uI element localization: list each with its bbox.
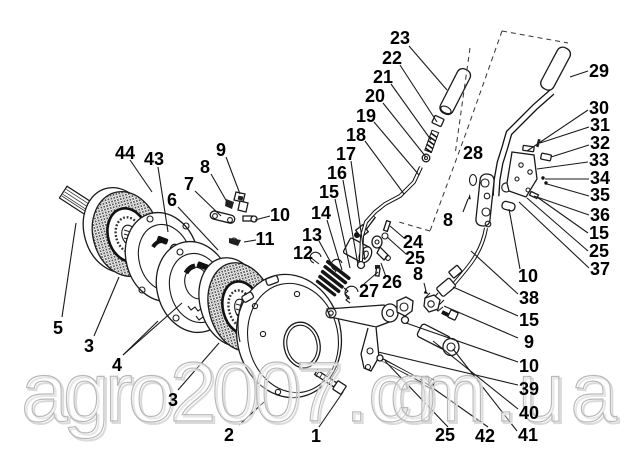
svg-text:42: 42 bbox=[475, 426, 495, 446]
svg-text:13: 13 bbox=[302, 225, 322, 245]
svg-text:17: 17 bbox=[336, 144, 356, 164]
svg-text:29: 29 bbox=[589, 61, 609, 81]
svg-text:19: 19 bbox=[356, 106, 376, 126]
svg-text:35: 35 bbox=[590, 185, 610, 205]
svg-text:1: 1 bbox=[311, 426, 321, 446]
svg-text:10: 10 bbox=[270, 205, 290, 225]
svg-text:9: 9 bbox=[216, 140, 226, 160]
svg-text:26: 26 bbox=[382, 272, 402, 292]
svg-text:8: 8 bbox=[443, 210, 453, 230]
svg-text:30: 30 bbox=[589, 98, 609, 118]
svg-text:34: 34 bbox=[590, 168, 610, 188]
svg-text:14: 14 bbox=[311, 203, 331, 223]
svg-text:5: 5 bbox=[53, 318, 63, 338]
svg-text:31: 31 bbox=[590, 115, 610, 135]
svg-text:3: 3 bbox=[168, 390, 178, 410]
svg-text:15: 15 bbox=[319, 182, 339, 202]
svg-text:10: 10 bbox=[518, 266, 538, 286]
svg-text:28: 28 bbox=[463, 143, 483, 163]
svg-text:39: 39 bbox=[519, 379, 539, 399]
svg-text:8: 8 bbox=[200, 157, 210, 177]
svg-text:12: 12 bbox=[293, 243, 313, 263]
svg-text:23: 23 bbox=[390, 28, 410, 48]
svg-text:20: 20 bbox=[365, 86, 385, 106]
svg-text:8: 8 bbox=[413, 264, 423, 284]
svg-text:22: 22 bbox=[382, 48, 402, 68]
svg-text:36: 36 bbox=[590, 205, 610, 225]
svg-text:.: . bbox=[345, 345, 368, 439]
svg-text:40: 40 bbox=[519, 403, 539, 423]
svg-text:.: . bbox=[494, 345, 517, 439]
svg-text:com: com bbox=[368, 345, 486, 439]
svg-text:agro2007: agro2007 bbox=[23, 347, 344, 441]
svg-text:21: 21 bbox=[373, 67, 393, 87]
svg-text:16: 16 bbox=[327, 163, 347, 183]
svg-text:9: 9 bbox=[524, 332, 534, 352]
svg-text:25: 25 bbox=[405, 248, 425, 268]
svg-text:11: 11 bbox=[255, 229, 274, 249]
svg-text:37: 37 bbox=[590, 259, 610, 279]
svg-text:.: . bbox=[496, 347, 519, 441]
svg-text:.: . bbox=[347, 347, 370, 441]
svg-text:27: 27 bbox=[359, 281, 379, 301]
svg-text:agro2007: agro2007 bbox=[21, 345, 342, 439]
svg-text:33: 33 bbox=[589, 150, 609, 170]
svg-text:25: 25 bbox=[589, 241, 609, 261]
svg-text:32: 32 bbox=[590, 133, 610, 153]
svg-text:4: 4 bbox=[112, 355, 122, 375]
svg-text:10: 10 bbox=[519, 356, 539, 376]
svg-text:18: 18 bbox=[346, 125, 366, 145]
svg-text:2: 2 bbox=[224, 425, 234, 445]
svg-text:41: 41 bbox=[518, 425, 538, 445]
svg-text:15: 15 bbox=[519, 310, 539, 330]
svg-text:7: 7 bbox=[184, 174, 194, 194]
svg-text:com: com bbox=[370, 347, 488, 441]
svg-text:15: 15 bbox=[589, 223, 609, 243]
svg-text:44: 44 bbox=[115, 143, 135, 163]
svg-text:25: 25 bbox=[435, 425, 455, 445]
svg-text:43: 43 bbox=[144, 149, 164, 169]
svg-text:6: 6 bbox=[167, 190, 177, 210]
svg-text:3: 3 bbox=[84, 336, 94, 356]
svg-text:24: 24 bbox=[403, 232, 423, 252]
svg-text:38: 38 bbox=[519, 288, 539, 308]
